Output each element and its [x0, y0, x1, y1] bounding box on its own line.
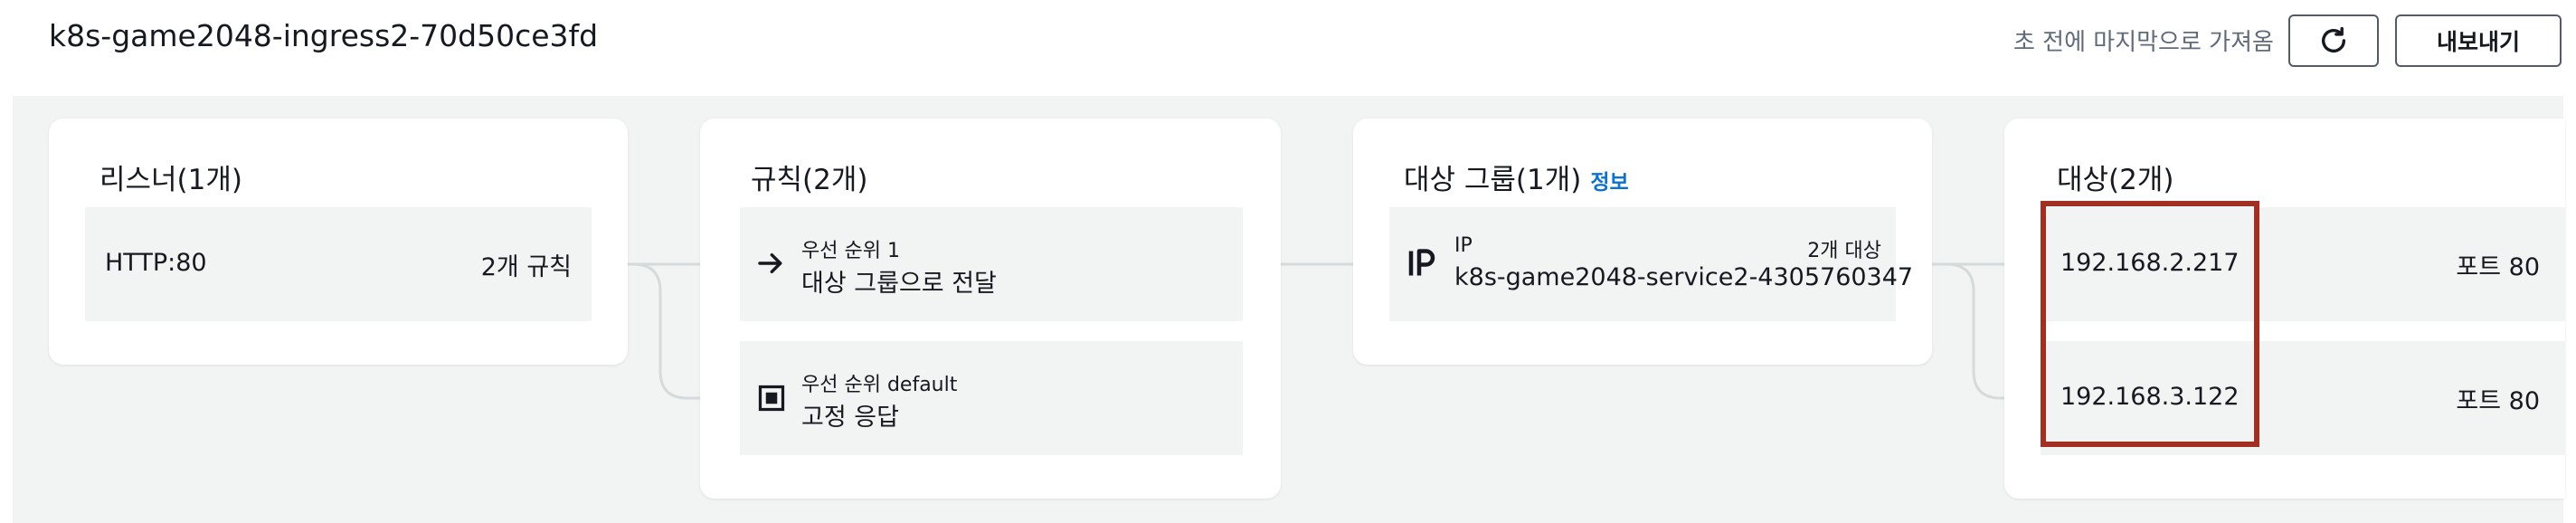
- refresh-icon: [2321, 26, 2346, 52]
- target-ip: 192.168.2.217: [2060, 249, 2240, 277]
- rule-priority: 우선 순위 default: [801, 374, 958, 396]
- info-link[interactable]: 정보: [1590, 171, 1629, 195]
- target-groups-title: 대상 그룹(1개): [1404, 164, 1582, 196]
- targets-title: 대상(2개): [2057, 164, 2174, 196]
- target-port: 포트 80: [2456, 253, 2540, 281]
- target-row[interactable]: 192.168.2.217 포트 80: [2041, 207, 2565, 321]
- last-fetched-status: 초 전에 마지막으로 가져옴: [2013, 29, 2274, 56]
- target-groups-card: 대상 그룹(1개) 정보 IP 2개 대상 k8s-game2048-servic…: [1353, 119, 1932, 365]
- listener-rules-count: 2개 규칙: [480, 253, 572, 281]
- refresh-button[interactable]: [2288, 14, 2379, 67]
- rule-action: 고정 응답: [801, 404, 899, 432]
- target-groups-title-wrap: 대상 그룹(1개) 정보: [1404, 157, 1629, 197]
- target-group-count: 2개 대상: [1807, 240, 1881, 262]
- connector-listener-rule2: [592, 262, 740, 400]
- rules-title: 규칙(2개): [751, 164, 868, 196]
- page-title: k8s-game2048-ingress2-70d50ce3fd: [49, 18, 599, 53]
- rules-card: 규칙(2개) 우선 순위 1 대상 그룹으로 전달 우선 순위 default …: [700, 119, 1281, 499]
- target-group-row[interactable]: IP 2개 대상 k8s-game2048-service2-430576034…: [1389, 207, 1913, 321]
- target-port: 포트 80: [2456, 387, 2540, 415]
- listener-row[interactable]: HTTP:80 2개 규칙: [85, 207, 592, 321]
- listener-protocol-port: HTTP:80: [105, 249, 207, 277]
- connector-targetgroup-target2: [1894, 262, 2037, 400]
- targets-card: 대상(2개) 192.168.2.217 포트 80 192.168.3.122…: [2004, 119, 2565, 499]
- ip-icon: [1408, 249, 1435, 276]
- arrow-right-icon: [758, 252, 782, 274]
- target-ip: 192.168.3.122: [2060, 383, 2240, 411]
- target-group-name: k8s-game2048-service2-4305760347: [1454, 263, 1914, 291]
- rule-row-priority-default[interactable]: 우선 순위 default 고정 응답: [740, 341, 1243, 455]
- highlight-box: [2041, 201, 2259, 447]
- rule-priority: 우선 순위 1: [801, 240, 900, 262]
- fixed-response-icon: [758, 385, 785, 412]
- rule-action: 대상 그룹으로 전달: [801, 270, 997, 298]
- target-row[interactable]: 192.168.3.122 포트 80: [2041, 341, 2565, 455]
- export-button[interactable]: 내보내기: [2395, 14, 2562, 67]
- listeners-card: 리스너(1개) HTTP:80 2개 규칙: [49, 119, 628, 365]
- listeners-title: 리스너(1개): [99, 164, 242, 196]
- target-group-type: IP: [1454, 234, 1473, 257]
- rule-row-priority-1[interactable]: 우선 순위 1 대상 그룹으로 전달: [740, 207, 1243, 321]
